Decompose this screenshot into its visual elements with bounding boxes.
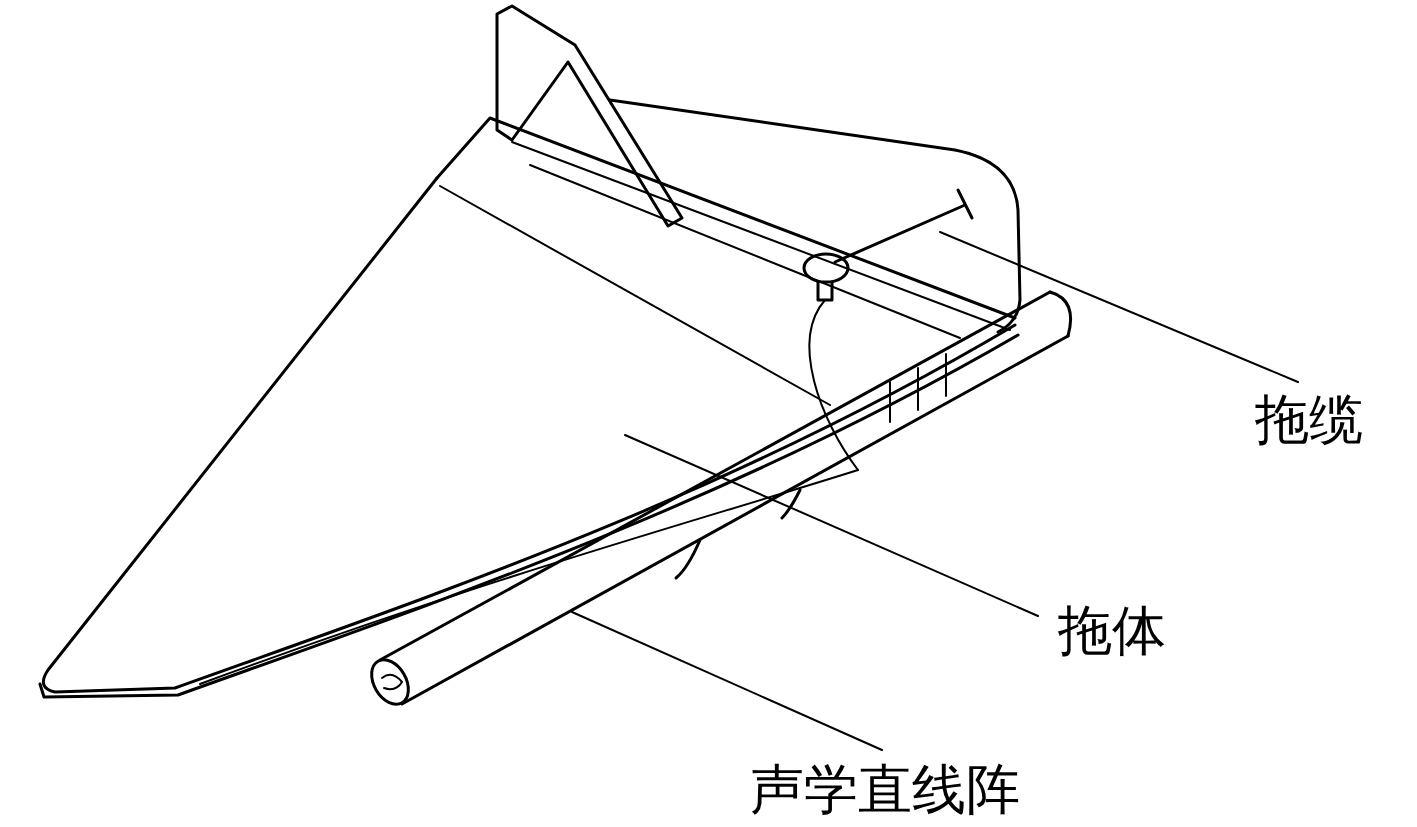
- leader-line: [625, 435, 1038, 616]
- part-label: 声学直线阵: [750, 763, 1020, 817]
- spine-line: [512, 142, 1010, 330]
- leader-line: [940, 232, 1298, 382]
- part-label: 拖缆: [1255, 393, 1363, 447]
- strut: [676, 540, 700, 578]
- array-tube-end: [1050, 292, 1071, 336]
- cable: [809, 300, 858, 470]
- array-tube: [402, 336, 1068, 704]
- spine-line: [530, 165, 960, 338]
- wing-outline: [43, 178, 1015, 692]
- part-label: 拖体: [1058, 604, 1166, 658]
- tow-knob-stem: [818, 282, 832, 300]
- tow-knob: [804, 254, 848, 282]
- array-tube-end: [364, 653, 416, 711]
- tow-rod-end: [958, 190, 972, 218]
- array-inner: [382, 675, 402, 689]
- fin: [497, 6, 682, 226]
- end-plate: [610, 100, 1020, 332]
- leader-line: [572, 612, 882, 750]
- spine: [437, 118, 1015, 318]
- array-tube: [380, 292, 1050, 660]
- wing-line: [440, 186, 830, 405]
